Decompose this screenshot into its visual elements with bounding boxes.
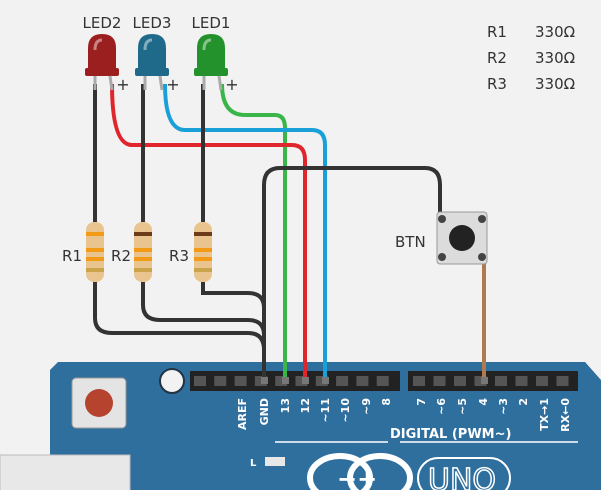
pin-label: TX→1: [538, 398, 551, 431]
header-socket[interactable]: [356, 376, 369, 386]
header-socket[interactable]: [474, 376, 487, 386]
wires: [93, 83, 486, 382]
resistor-r2[interactable]: [134, 222, 152, 282]
header-socket[interactable]: [413, 376, 425, 386]
pin-label: 2: [517, 398, 530, 406]
led-label: LED1: [192, 14, 231, 32]
led-anode-mark: +: [225, 75, 238, 94]
pin-label: ~6: [435, 398, 448, 415]
pin-label: 7: [415, 398, 428, 406]
digital-label: DIGITAL (PWM~): [390, 427, 511, 442]
uno-label: UNO: [428, 463, 496, 490]
header-socket[interactable]: [214, 376, 227, 386]
led-label: LED2: [83, 14, 122, 32]
legend-resistor-id: R2: [487, 49, 507, 67]
pin-label: 8: [380, 398, 393, 406]
pin-label: GND: [258, 398, 271, 425]
header-socket[interactable]: [376, 376, 389, 386]
button-label: BTN: [395, 233, 426, 251]
header-socket[interactable]: [556, 376, 569, 386]
wire-black-r3: [201, 282, 266, 309]
reset-button[interactable]: [85, 389, 113, 417]
resistor-label: R1: [62, 247, 82, 265]
onboard-led: [265, 457, 285, 466]
arduino-logo: −+: [307, 453, 413, 490]
header-socket[interactable]: [254, 376, 267, 386]
header-socket[interactable]: [433, 376, 446, 386]
legend-resistor-value: 330Ω: [535, 49, 575, 67]
pin-label: 12: [299, 398, 312, 413]
led-led2[interactable]: [85, 34, 119, 91]
resistors: R1 R2 R3: [62, 222, 212, 282]
led-led1[interactable]: [194, 34, 228, 91]
header-socket[interactable]: [194, 376, 206, 386]
led-anode-mark: +: [166, 75, 179, 94]
pin-label: ~10: [339, 398, 352, 423]
header-socket[interactable]: [336, 376, 349, 386]
onboard-led-label: L: [250, 458, 257, 469]
led-label: LED3: [133, 14, 172, 32]
led-anode-mark: +: [116, 75, 129, 94]
pin-labels-right: 7 ~6 ~5 4 ~3 2 TX→1 RX←0: [415, 398, 572, 432]
led-led3[interactable]: [135, 34, 169, 91]
pin-label: ~11: [319, 398, 332, 423]
legend-resistor-id: R3: [487, 75, 507, 93]
resistor-label: R2: [111, 247, 131, 265]
resistor-r3[interactable]: [194, 222, 212, 282]
pin-labels-left: AREF GND 13 12 ~11 ~10 ~9 8: [236, 398, 393, 430]
usb-port: [0, 454, 131, 490]
pin-label: AREF: [236, 398, 249, 430]
header-socket[interactable]: [315, 376, 328, 386]
wire-blue: [163, 83, 327, 382]
pin-label: 4: [477, 398, 490, 406]
wire-green: [220, 83, 287, 382]
mounting-hole: [159, 368, 185, 394]
pin-label: ~3: [497, 398, 510, 415]
wire-black-r2: [141, 282, 266, 336]
header-socket[interactable]: [454, 376, 466, 386]
header-socket[interactable]: [515, 376, 528, 386]
header-socket[interactable]: [536, 376, 548, 386]
logo-symbols: −+: [337, 465, 377, 490]
legend-resistor-value: 330Ω: [535, 23, 575, 41]
pin-label: 13: [279, 398, 292, 413]
header-socket[interactable]: [295, 376, 308, 386]
header-socket[interactable]: [275, 376, 288, 386]
legend-resistor-id: R1: [487, 23, 507, 41]
resistor-r1[interactable]: [86, 222, 104, 282]
push-button[interactable]: [436, 211, 488, 265]
wire-black-r1: [93, 282, 266, 382]
header-socket[interactable]: [234, 376, 247, 386]
header-socket[interactable]: [495, 376, 507, 386]
header-sockets: [194, 376, 569, 386]
legend-resistor-value: 330Ω: [535, 75, 575, 93]
header-right: [408, 371, 578, 391]
wire-red: [110, 83, 307, 382]
leds: LED2 + LED3 + LED1 +: [83, 14, 239, 94]
resistor-legend: R1 330Ω R2 330Ω R3 330Ω: [487, 23, 575, 93]
uno-badge: [417, 457, 511, 490]
pin-label: ~9: [360, 398, 373, 415]
pin-label: RX←0: [559, 398, 572, 432]
wire-black-btn: [262, 166, 442, 382]
pin-label: ~5: [456, 398, 469, 415]
resistor-label: R3: [169, 247, 189, 265]
pin-markers: [261, 377, 488, 384]
